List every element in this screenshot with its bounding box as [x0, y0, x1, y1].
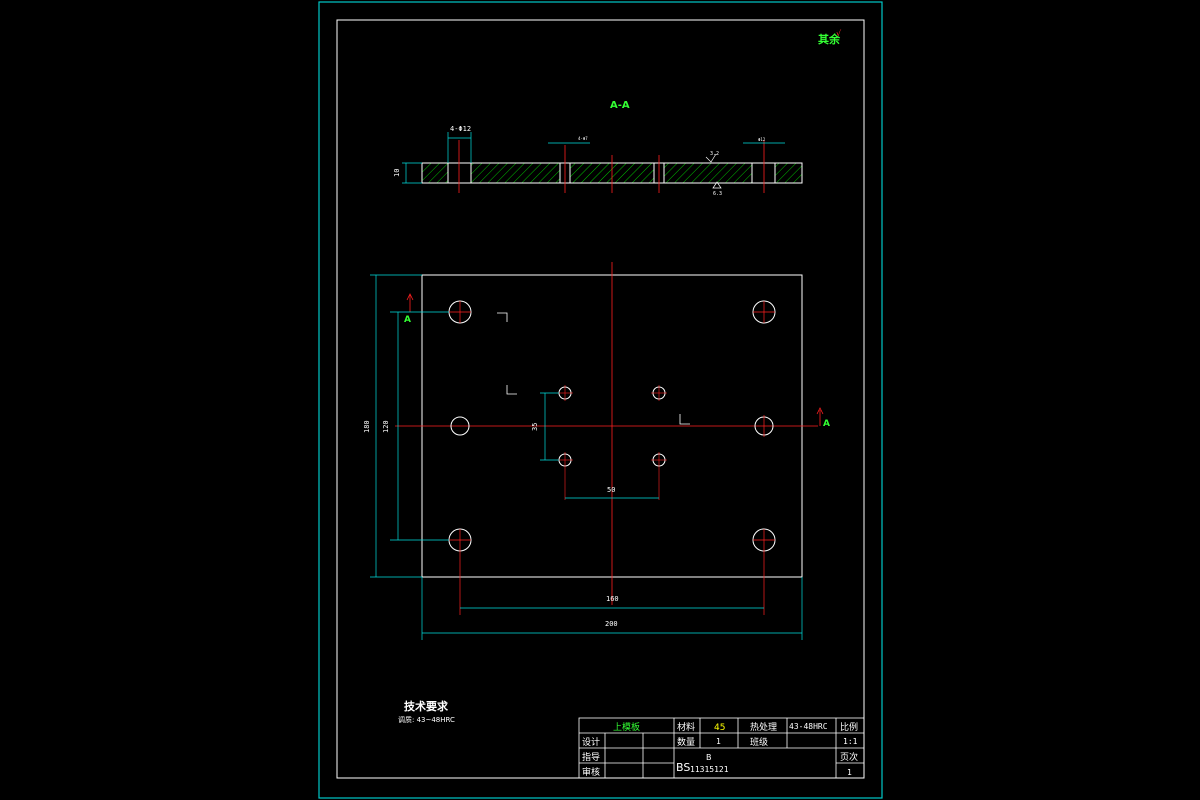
section-hole-right — [751, 162, 776, 184]
dim-small-vertical: 35 — [531, 423, 539, 431]
roughness-bottom: 6.3 — [713, 191, 722, 197]
large-hole — [448, 300, 472, 324]
tb-material-value: 45 — [714, 723, 725, 733]
surface-finish-note: 其余 — [818, 32, 841, 46]
section-view: 10 4-Φ12 4-Φ7 Φ12 3.2 6.3 — [393, 125, 803, 197]
dim-hole-span: 160 — [606, 595, 619, 603]
large-hole — [754, 415, 774, 437]
roughness-top: 3.2 — [710, 151, 719, 157]
tb-qty-value: 1 — [716, 737, 721, 746]
tb-code-top: B — [706, 753, 712, 762]
section-mark-right: A — [823, 419, 830, 429]
tb-class-label: 班级 — [750, 736, 768, 748]
tb-heat-value: 43-48HRC — [789, 722, 828, 731]
small-hole — [557, 385, 573, 401]
plan-view: A A 180 120 35 50 160 200 — [363, 262, 830, 640]
tb-page-label: 页次 — [840, 751, 858, 763]
small-hole — [651, 452, 667, 500]
tb-guide-label: 指导 — [582, 751, 600, 763]
tb-part-name: 上模板 — [613, 721, 640, 733]
dim-height-outer: 180 — [363, 420, 371, 433]
tb-code-number: 11315121 — [690, 765, 729, 774]
section-hole-left — [447, 162, 472, 184]
callout-right-hole: Φ12 — [758, 137, 766, 142]
tb-scale-value: 1:1 — [843, 737, 858, 746]
tb-page-value: 1 — [847, 768, 852, 777]
tech-requirements-title: 技术要求 — [404, 699, 449, 713]
tb-code-prefix: BS — [676, 761, 690, 774]
surface-finish-symbol: √ — [836, 29, 842, 38]
small-hole — [651, 385, 667, 401]
large-hole — [450, 416, 470, 436]
title-block — [578, 717, 865, 779]
tech-requirements-line1: 调质: 43~48HRC — [398, 715, 455, 724]
tb-material-label: 材料 — [677, 721, 695, 733]
callout-small-holes: 4-Φ7 — [578, 136, 588, 141]
small-hole — [557, 452, 573, 500]
section-mark-left: A — [404, 315, 411, 325]
dim-small-horizontal: 50 — [607, 486, 615, 494]
drawing-frame — [336, 19, 865, 779]
tb-qty-label: 数量 — [677, 736, 695, 748]
large-hole — [752, 528, 776, 615]
tb-review-label: 审核 — [582, 766, 600, 778]
large-hole — [752, 300, 776, 324]
section-title: A-A — [610, 100, 630, 111]
large-hole — [448, 528, 472, 615]
tb-design-label: 设计 — [582, 736, 600, 748]
tb-heat-label: 热处理 — [750, 721, 777, 733]
sheet-border — [318, 1, 883, 799]
dim-height-inner: 120 — [382, 420, 390, 433]
tb-scale-label: 比例 — [840, 721, 858, 733]
dim-thickness: 10 — [393, 169, 401, 177]
dim-width-outer: 200 — [605, 620, 618, 628]
callout-large-holes: 4-Φ12 — [450, 125, 471, 133]
